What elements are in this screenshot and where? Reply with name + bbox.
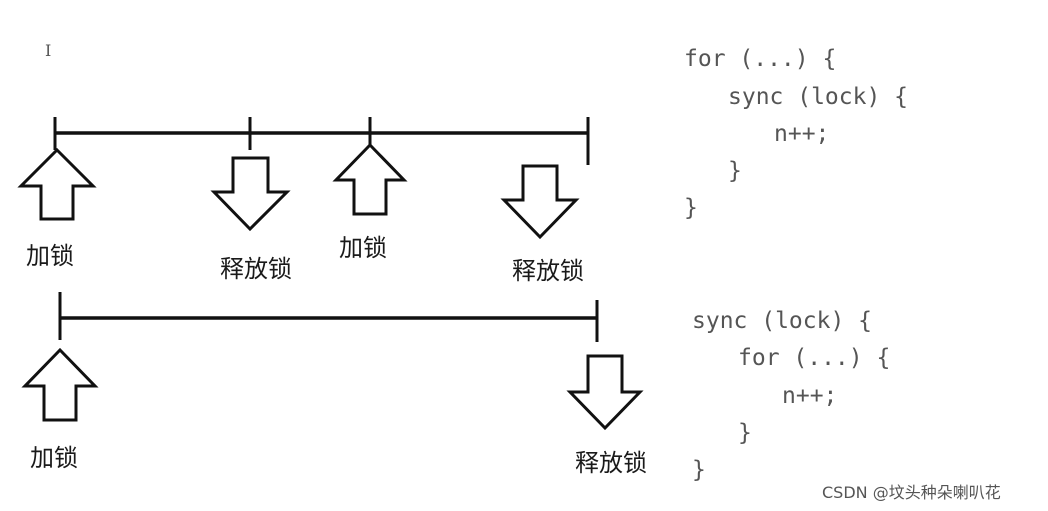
timeline-bottom: 加锁 释放锁 xyxy=(21,292,647,477)
label-lock-2: 加锁 xyxy=(339,234,387,262)
down-arrow-icon xyxy=(210,156,291,232)
down-arrow-icon xyxy=(566,354,644,431)
code-line: n++; xyxy=(774,121,829,147)
label-release: 释放锁 xyxy=(575,449,647,477)
code-line: } xyxy=(728,158,742,184)
code-line: for (...) { xyxy=(738,345,890,371)
watermark: CSDN @坟头种朵喇叭花 xyxy=(822,483,1001,502)
timeline-top: 加锁 释放锁 加锁 释放锁 xyxy=(17,117,590,285)
code-line: sync (lock) { xyxy=(728,84,908,110)
label-release-1: 释放锁 xyxy=(220,255,292,283)
up-arrow-icon xyxy=(332,142,408,216)
code-line: n++; xyxy=(782,383,837,409)
label-lock: 加锁 xyxy=(30,444,78,472)
code-line: } xyxy=(692,457,706,483)
label-release-2: 释放锁 xyxy=(512,257,584,285)
code-line: } xyxy=(684,195,698,221)
down-arrow-icon xyxy=(500,164,580,240)
code-line: } xyxy=(738,420,752,446)
code-line: sync (lock) { xyxy=(692,308,872,334)
label-lock-1: 加锁 xyxy=(26,242,74,270)
code-block-top: for (...) { sync (lock) { n++; } } xyxy=(684,46,908,221)
text-cursor-mark: I xyxy=(45,41,51,60)
code-line: for (...) { xyxy=(684,46,836,72)
up-arrow-icon xyxy=(17,147,97,221)
up-arrow-icon xyxy=(21,347,99,422)
code-block-bottom: sync (lock) { for (...) { n++; } } xyxy=(692,308,890,483)
